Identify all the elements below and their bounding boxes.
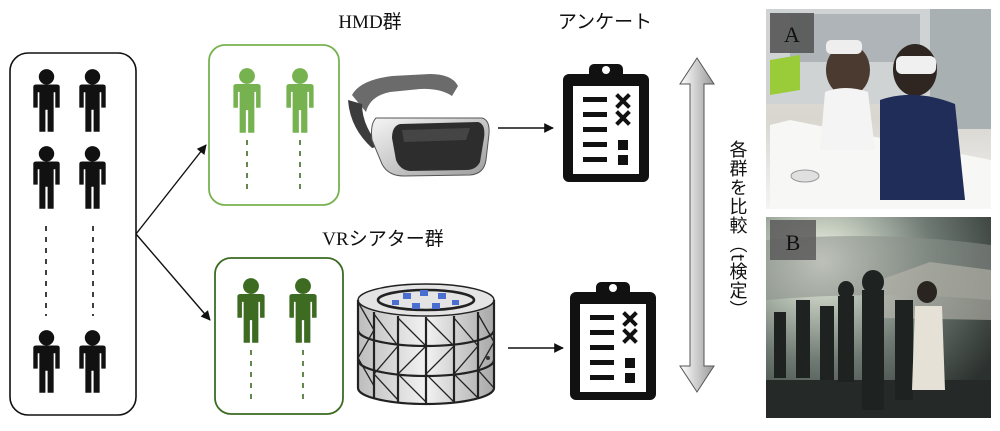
comparison-double-arrow <box>679 57 715 393</box>
vr-theater-group-label: VRシアター群 <box>322 228 443 250</box>
hmd-group-box <box>208 44 340 206</box>
vr-theater-group-box <box>214 257 344 415</box>
photo-b-label: B <box>786 230 801 255</box>
hmd-group-label: HMD群 <box>338 11 401 33</box>
photo-a-label: A <box>784 22 800 47</box>
questionnaire-clipboard-icon-top <box>563 64 649 182</box>
questionnaire-label: アンケート <box>558 12 652 33</box>
photo-a-hmd-session: A <box>766 9 991 209</box>
arrow-to-hmd <box>135 144 207 235</box>
vr-theater-icon <box>356 283 496 406</box>
arrow-to-vr-theater <box>135 233 211 321</box>
hmd-headset-icon <box>348 74 490 177</box>
population-ellipsis-lines <box>45 226 94 316</box>
comparison-label: 各群を比較（t検定） <box>727 140 748 319</box>
questionnaire-clipboard-icon-bottom <box>570 282 656 400</box>
branch-arrows <box>135 144 211 321</box>
population-box <box>9 52 137 416</box>
photo-b-vr-theater-session: B <box>766 217 991 418</box>
